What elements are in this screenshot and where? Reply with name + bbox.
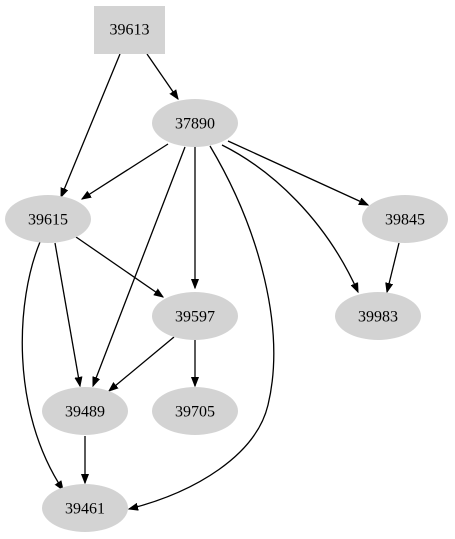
node-ellipse <box>42 484 128 532</box>
node-ellipse <box>362 195 448 243</box>
node-39597[interactable]: 39597 <box>152 292 238 340</box>
edge-37890-39489 <box>92 146 186 386</box>
node-ellipse <box>5 195 91 243</box>
node-ellipse <box>152 292 238 340</box>
node-label: 39845 <box>385 212 425 229</box>
edge-39615-39597 <box>75 236 163 297</box>
edges <box>21 53 400 509</box>
edge-37890-39983 <box>221 144 359 292</box>
node-label: 39597 <box>175 309 215 326</box>
node-box <box>94 6 165 54</box>
node-label: 39983 <box>358 309 398 326</box>
edge-39597-39489 <box>109 336 175 391</box>
edge-37890-39845 <box>227 140 368 206</box>
node-ellipse <box>152 387 238 435</box>
node-39489[interactable]: 39489 <box>42 387 128 435</box>
node-39845[interactable]: 39845 <box>362 195 448 243</box>
node-label: 39613 <box>110 22 150 39</box>
node-ellipse <box>152 99 238 147</box>
node-37890[interactable]: 37890 <box>152 99 238 147</box>
edge-39615-39461 <box>21 241 63 490</box>
nodes: 39613 37890 39615 39845 39597 39983 3948… <box>5 6 448 532</box>
node-39615[interactable]: 39615 <box>5 195 91 243</box>
node-label: 39705 <box>175 404 215 421</box>
node-label: 39615 <box>28 212 68 229</box>
edge-39613-39615 <box>60 53 121 197</box>
node-39705[interactable]: 39705 <box>152 387 238 435</box>
node-label: 37890 <box>175 116 215 133</box>
node-ellipse <box>42 387 128 435</box>
edge-39845-39983 <box>387 242 400 292</box>
node-39461[interactable]: 39461 <box>42 484 128 532</box>
node-label: 39461 <box>65 501 105 518</box>
edge-39615-39489 <box>54 242 80 386</box>
edge-39613-37890 <box>146 53 178 99</box>
node-ellipse <box>335 292 421 340</box>
edge-37890-39461 <box>129 145 275 509</box>
node-39983[interactable]: 39983 <box>335 292 421 340</box>
node-label: 39489 <box>65 404 105 421</box>
edge-37890-39615 <box>82 143 169 199</box>
node-39613[interactable]: 39613 <box>94 6 165 54</box>
